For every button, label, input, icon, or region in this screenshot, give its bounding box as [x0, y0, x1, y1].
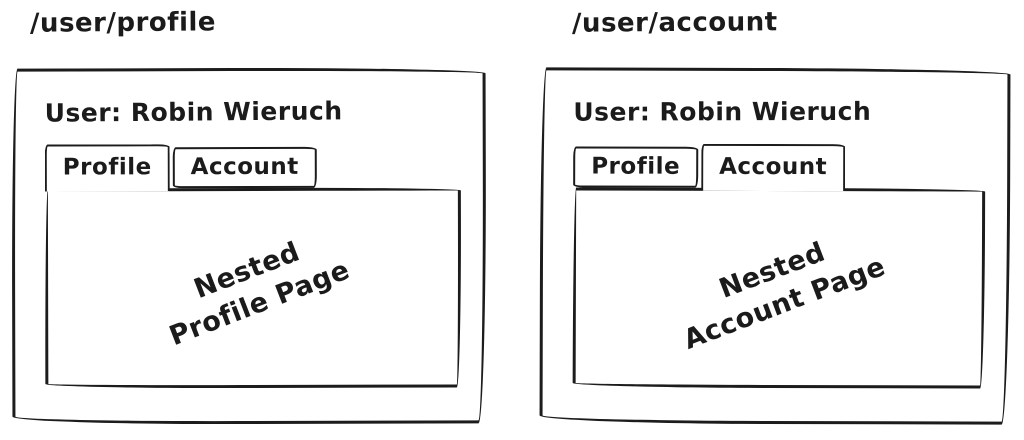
tab-account[interactable]: Account — [172, 146, 317, 188]
route-label-profile: /user/profile — [29, 7, 217, 39]
tab-profile[interactable]: Profile — [573, 145, 699, 188]
nested-page-content: Nested Account Page — [572, 186, 986, 389]
tab-bar: Profile Account — [573, 143, 985, 192]
user-header: User: Robin Wieruch — [573, 96, 872, 127]
tab-bar: Profile Account — [44, 143, 461, 192]
app-window-account: User: Robin Wieruch Profile Account Nest… — [539, 67, 1011, 425]
route-label-account: /user/account — [571, 7, 778, 39]
tab-profile[interactable]: Profile — [44, 144, 170, 192]
nested-page-content: Nested Profile Page — [44, 186, 462, 389]
tab-account[interactable]: Account — [701, 143, 846, 192]
nested-page-label: Nested Profile Page — [152, 220, 355, 354]
user-header: User: Robin Wieruch — [44, 96, 343, 128]
nested-page-label: Nested Account Page — [667, 217, 891, 358]
app-window-profile: User: Robin Wieruch Profile Account Nest… — [11, 67, 487, 425]
